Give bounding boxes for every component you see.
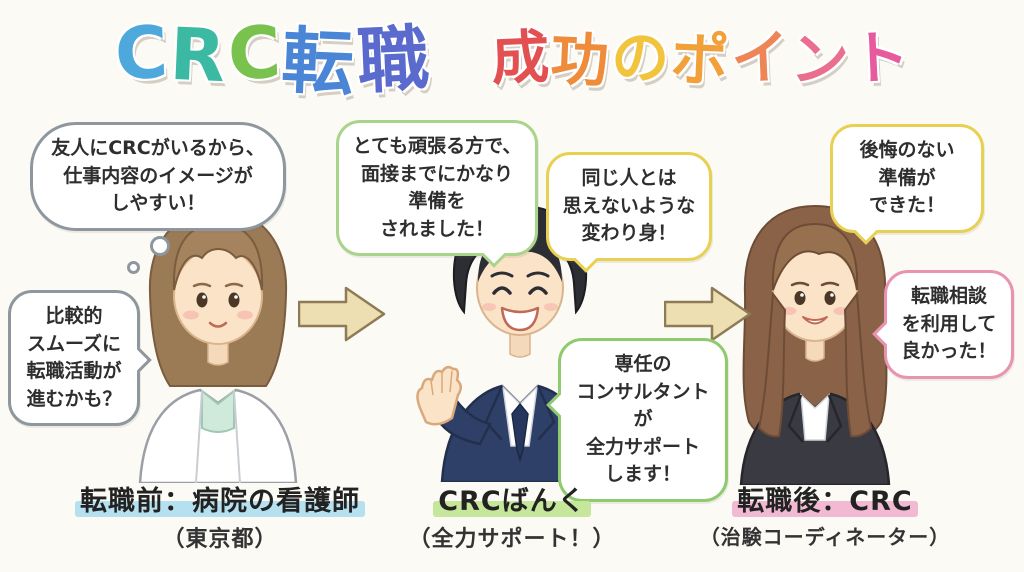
title-char: C xyxy=(113,9,170,97)
title-char: ン xyxy=(788,24,850,96)
title-char: 転 xyxy=(280,17,356,106)
title-char: イ xyxy=(729,22,791,94)
thought-trail-circle xyxy=(150,236,170,256)
speech-bubble-noregret: 後悔のない 準備が できた！ xyxy=(830,124,984,245)
speech-bubble-noregret-text: 後悔のない 準備が できた！ xyxy=(859,139,955,217)
speech-bubble-glad: 転職相談 を利用して 良かった！ xyxy=(872,270,1014,379)
label-support-text: CRCばんく xyxy=(438,486,586,517)
label-support: CRCばんく （全力サポート！） xyxy=(387,479,637,553)
label-support-sub: （全力サポート！） xyxy=(408,527,616,552)
title-char: 職 xyxy=(354,15,431,104)
arrow-shape xyxy=(297,286,386,342)
label-before-text: 転職前：病院の看護師 xyxy=(80,486,360,517)
title-char: R xyxy=(168,11,228,99)
speech-bubble-prepared-text: とても頑張る方で、 面接までにかなり 準備を されました！ xyxy=(352,135,522,240)
label-before-title: 転職前：病院の看護師 xyxy=(75,479,365,518)
speech-bubble-transform: 同じ人とは 思えないような 変わり身！ xyxy=(546,152,712,273)
label-after-text: 転職後：CRC xyxy=(737,486,913,517)
label-before: 転職前：病院の看護師 （東京都） xyxy=(55,479,385,553)
speech-bubble-glad-text: 転職相談 を利用して 良かった！ xyxy=(901,285,997,363)
thought-bubble-friend: 友人にCRCがいるから、 仕事内容のイメージが しやすい！ xyxy=(30,122,286,231)
title-char: ポ xyxy=(668,24,730,96)
label-after-sub: （治験コーディネーター） xyxy=(699,525,951,549)
thought-bubble-friend-text: 友人にCRCがいるから、 仕事内容のイメージが しやすい！ xyxy=(51,137,265,215)
speech-bubble-transform-text: 同じ人とは 思えないような 変わり身！ xyxy=(562,167,696,245)
speech-bubble-prepared: とても頑張る方で、 面接までにかなり 準備を されました！ xyxy=(336,120,538,268)
speech-bubble-smooth-text: 比較的 スムーズに 転職活動が 進むかも？ xyxy=(26,305,122,410)
label-after: 転職後：CRC （治験コーディネーター） xyxy=(685,479,965,550)
label-support-title: CRCばんく xyxy=(433,479,591,518)
label-before-sub: （東京都） xyxy=(162,527,278,552)
arrow-support-to-after xyxy=(663,286,752,346)
speech-bubble-consultant: 専任の コンサルタントが 全力サポート します！ xyxy=(546,338,728,502)
consultant-illustration xyxy=(390,192,630,484)
arrow-before-to-support xyxy=(297,286,386,346)
crc-woman-illustration xyxy=(715,190,915,487)
title-char xyxy=(429,12,491,98)
title-char: C xyxy=(225,9,283,97)
nurse-illustration xyxy=(118,188,318,485)
speech-bubble-consultant-text: 専任の コンサルタントが 全力サポート します！ xyxy=(576,353,710,486)
title-char: ト xyxy=(849,22,911,94)
label-after-title: 転職後：CRC xyxy=(732,479,918,518)
speech-bubble-smooth: 比較的 スムーズに 転職活動が 進むかも？ xyxy=(8,290,152,427)
title-char: の xyxy=(609,22,671,94)
thought-trail-circle xyxy=(127,261,140,274)
arrow-shape xyxy=(663,286,752,342)
title-char: 功 xyxy=(548,24,610,96)
title-char: 成 xyxy=(489,22,551,94)
